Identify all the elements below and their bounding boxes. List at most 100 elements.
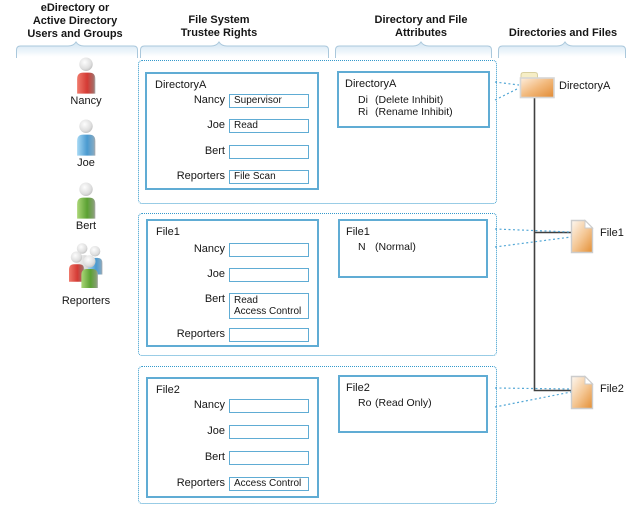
rights-box: Read bbox=[229, 119, 309, 133]
attributes-box-file2 bbox=[338, 375, 488, 433]
group-region-file2 bbox=[138, 366, 497, 504]
trustee-user-label: Bert bbox=[204, 145, 225, 157]
attributes-entries: Ro(Read Only) bbox=[358, 397, 432, 410]
attribute-code: Ro bbox=[358, 397, 372, 409]
file-icon bbox=[570, 219, 594, 254]
callout-dotted-lines bbox=[494, 81, 572, 408]
rights-box: Supervisor bbox=[229, 94, 309, 108]
callout-directorya-bottom-line bbox=[494, 87, 520, 101]
trustee-user-label: Joe bbox=[207, 119, 225, 131]
rights-box bbox=[229, 451, 309, 465]
trustee-user-label: Reporters bbox=[176, 328, 225, 340]
user-bert: Bert bbox=[51, 181, 121, 233]
callout-file2-top-line bbox=[494, 387, 572, 390]
attributes-box-title: File1 bbox=[346, 226, 370, 238]
column-header-directories: Directories and Files bbox=[498, 27, 628, 40]
directories-bracket-icon bbox=[498, 41, 626, 58]
attribute-desc: (Rename Inhibit) bbox=[375, 105, 453, 118]
trustee-user-label: Reporters bbox=[176, 170, 225, 182]
header-line: Active Directory bbox=[32, 15, 118, 27]
target-label-file2: File2 bbox=[600, 383, 624, 395]
users-bracket-icon bbox=[16, 41, 138, 58]
header-line: Trustee Rights bbox=[180, 27, 258, 39]
trustee-bracket-icon bbox=[140, 41, 329, 58]
file-icon bbox=[570, 375, 594, 410]
callout-file1-top-line bbox=[494, 228, 572, 233]
column-header-attributes: Directory and File Attributes bbox=[351, 14, 491, 40]
rights-box bbox=[229, 425, 309, 439]
trustee-user-label: Nancy bbox=[193, 94, 225, 106]
trustee-user-label: Joe bbox=[207, 425, 225, 437]
column-header-trustee-rights: File System Trustee Rights bbox=[149, 14, 289, 40]
trustee-box-file1 bbox=[146, 219, 319, 347]
target-label-file1: File1 bbox=[600, 227, 624, 239]
user-label: Bert bbox=[75, 220, 97, 232]
rights-box bbox=[229, 268, 309, 282]
attribute-entry: N (Normal) bbox=[358, 241, 416, 254]
rights-value: Access Control bbox=[234, 478, 302, 489]
attribute-code: N bbox=[358, 241, 366, 253]
trustee-user-label: Joe bbox=[207, 268, 225, 280]
attribute-entry: Ro(Read Only) bbox=[358, 397, 432, 410]
attributes-box-directorya bbox=[337, 71, 490, 128]
trustee-user-label: Bert bbox=[204, 293, 225, 305]
rights-value: Access Control bbox=[234, 306, 302, 317]
attribute-entry: Di (Delete Inhibit) bbox=[358, 94, 453, 107]
user-nancy: Nancy bbox=[51, 56, 121, 108]
attribute-desc: (Read Only) bbox=[375, 397, 432, 409]
trustee-user-label: Bert bbox=[204, 451, 225, 463]
rights-box bbox=[229, 243, 309, 257]
trustee-user-label: Nancy bbox=[193, 399, 225, 411]
group-people-icon bbox=[69, 243, 103, 289]
attributes-box-file1 bbox=[338, 219, 488, 278]
attributes-bracket-icon bbox=[335, 41, 492, 58]
folder-icon bbox=[519, 72, 555, 99]
attributes-box-title: DirectoryA bbox=[345, 78, 397, 90]
trustee-user-label: Nancy bbox=[193, 243, 225, 255]
attribute-code: Di bbox=[358, 94, 368, 106]
rights-box: Read Access Control bbox=[229, 293, 309, 319]
rights-box bbox=[229, 328, 309, 342]
tree-trunk-line bbox=[533, 96, 571, 392]
header-line: Directories and Files bbox=[508, 27, 618, 39]
user-label: Nancy bbox=[70, 95, 102, 107]
header-line: Users and Groups bbox=[27, 28, 123, 40]
user-label: Reporters bbox=[61, 295, 111, 307]
attribute-desc: (Normal) bbox=[375, 241, 416, 253]
person-red-icon bbox=[77, 57, 96, 94]
rights-value: File Scan bbox=[234, 171, 276, 182]
callout-directorya-top-line bbox=[494, 81, 520, 86]
rights-box: File Scan bbox=[229, 170, 309, 184]
target-label-directorya: DirectoryA bbox=[559, 80, 611, 92]
attribute-desc: (Delete Inhibit) bbox=[375, 94, 444, 106]
header-line: File System bbox=[188, 14, 250, 26]
trustee-box-title: File1 bbox=[156, 226, 180, 238]
trustee-box-title: DirectoryA bbox=[155, 79, 207, 91]
rights-box bbox=[229, 399, 309, 413]
rights-value: Supervisor bbox=[234, 95, 282, 106]
header-line: Directory and File bbox=[374, 14, 468, 26]
trustee-box-title: File2 bbox=[156, 384, 180, 396]
person-blue-icon bbox=[77, 119, 96, 156]
column-header-users: eDirectory or Active Directory Users and… bbox=[10, 2, 140, 41]
attributes-entries: N (Normal) bbox=[358, 241, 416, 254]
rights-value: Read bbox=[234, 295, 258, 306]
user-joe: Joe bbox=[51, 118, 121, 170]
attributes-box-title: File2 bbox=[346, 382, 370, 394]
rights-value: Read bbox=[234, 120, 258, 131]
person-green-icon bbox=[77, 182, 96, 219]
rights-box: Access Control bbox=[229, 477, 309, 491]
group-region-file1 bbox=[138, 213, 497, 356]
attribute-code: Ri bbox=[358, 105, 368, 118]
group-region-directorya bbox=[138, 60, 497, 204]
user-label: Joe bbox=[77, 157, 95, 169]
attributes-entries: Di (Delete Inhibit) Ri (Rename Inhibit) bbox=[358, 94, 453, 118]
header-line: Attributes bbox=[395, 27, 447, 39]
callout-file1-bottom-line bbox=[494, 236, 572, 248]
callout-file2-bottom-line bbox=[494, 391, 572, 408]
trustee-user-label: Reporters bbox=[176, 477, 225, 489]
header-line: eDirectory or bbox=[40, 2, 110, 14]
user-reporters: Reporters bbox=[40, 242, 132, 308]
rights-box bbox=[229, 145, 309, 159]
